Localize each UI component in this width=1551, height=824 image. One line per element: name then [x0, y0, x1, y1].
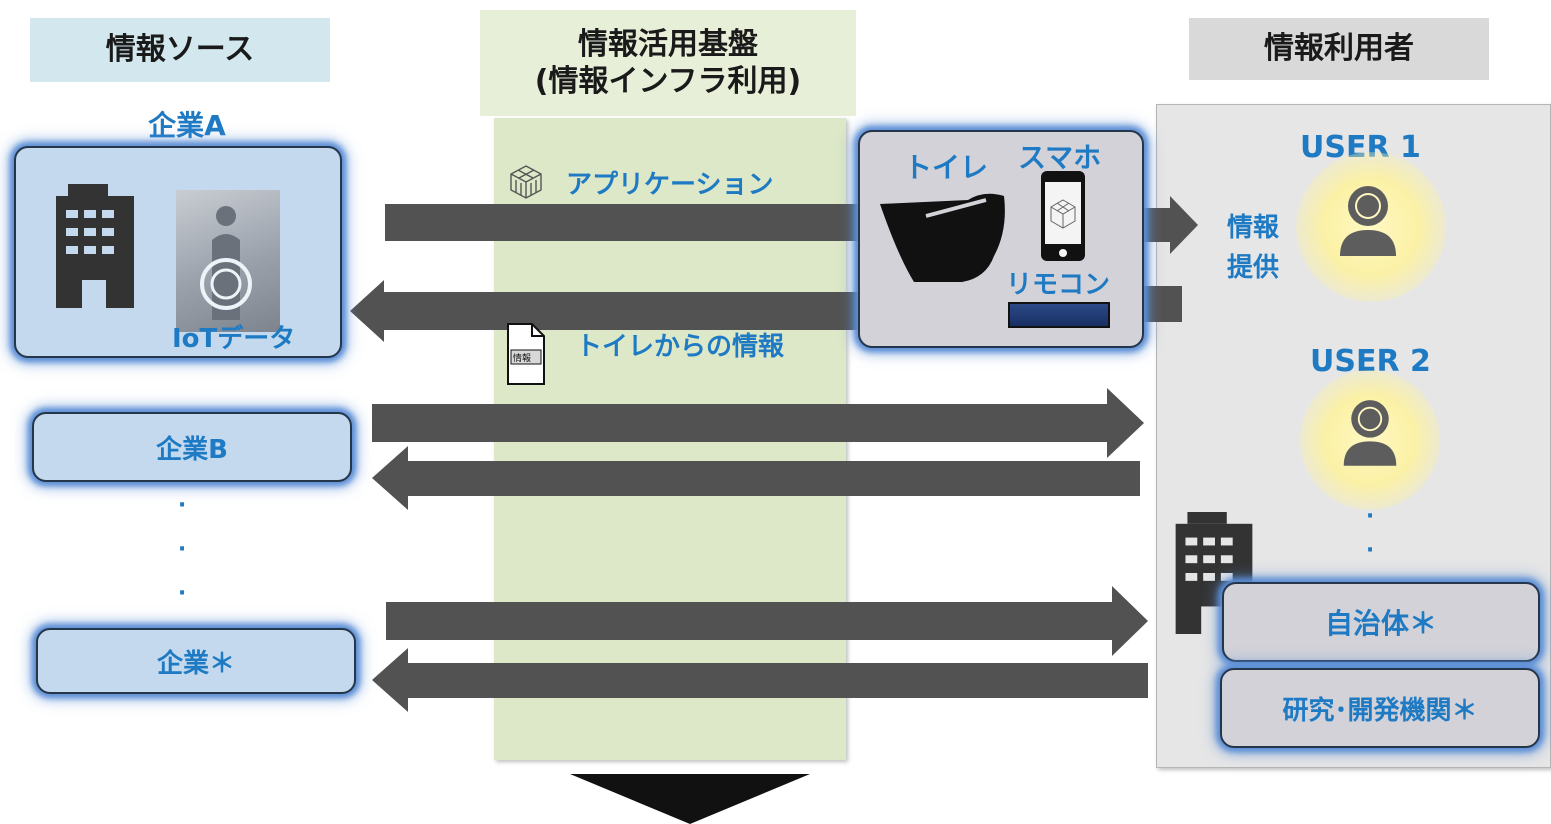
company-b-outgoing-arrow	[372, 388, 1144, 458]
info-provide-line1: 情報	[1227, 213, 1280, 243]
municipality-box: 自治体＊	[1222, 582, 1540, 662]
device-to-users-arrow	[1140, 196, 1198, 254]
source-header-label: 情報ソース	[105, 32, 255, 68]
smartphone-label: スマホ	[1018, 141, 1102, 174]
research-box: 研究･開発機関＊	[1220, 668, 1540, 748]
company-any-incoming-arrow	[372, 648, 1148, 712]
users-header: 情報利用者	[1189, 18, 1489, 80]
company-any-label: 企業＊	[156, 648, 235, 679]
toilet-icon	[880, 193, 1005, 282]
company-b-incoming-arrow	[372, 446, 1140, 510]
down-arrow-icon	[570, 774, 810, 824]
toilet-info-label: トイレからの情報	[576, 332, 785, 362]
company-b-label: 企業B	[156, 434, 228, 465]
company-any-box: 企業＊	[36, 628, 356, 694]
company-a-box: IoTデータ	[14, 146, 342, 358]
company-any-outgoing-arrow	[386, 586, 1148, 656]
device-box: トイレ スマホ リモコン	[858, 130, 1144, 348]
platform-header: 情報活用基盤 (情報インフラ利用)	[480, 10, 856, 116]
company-b-box: 企業B	[32, 412, 352, 482]
document-icon: 情報	[506, 322, 546, 386]
cube-icon	[510, 165, 542, 199]
building-icon	[56, 184, 134, 308]
user1-halo	[1296, 152, 1446, 302]
company-ellipsis: ···	[177, 493, 187, 606]
company-a-incoming-arrow	[350, 280, 890, 342]
document-icon-label: 情報	[513, 354, 532, 364]
company-a-outgoing-arrow	[385, 204, 885, 241]
remote-label: リモコン	[1006, 270, 1111, 300]
research-label: 研究･開発機関＊	[1282, 695, 1478, 726]
toilet-label: トイレ	[904, 151, 989, 184]
municipality-label: 自治体＊	[1324, 607, 1437, 640]
iot-data-label: IoTデータ	[172, 324, 296, 354]
info-provide-label: 情報 提供	[1227, 208, 1279, 288]
smartphone-icon	[1041, 171, 1085, 261]
user-icon	[1340, 186, 1396, 256]
company-a-label: 企業A	[148, 109, 226, 142]
platform-header-line2: (情報インフラ利用)	[534, 64, 802, 99]
users-header-label: 情報利用者	[1264, 31, 1414, 67]
application-label: アプリケーション	[566, 170, 774, 200]
remote-icon	[1008, 302, 1110, 328]
user2-halo	[1300, 370, 1440, 510]
iot-photo	[176, 190, 280, 332]
user-icon	[1343, 400, 1397, 466]
platform-header-line1: 情報活用基盤	[578, 26, 758, 62]
source-header: 情報ソース	[30, 18, 330, 82]
iot-person-icon	[200, 206, 252, 320]
user-ellipsis: ··	[1365, 504, 1375, 563]
info-provide-line2: 提供	[1227, 253, 1280, 283]
